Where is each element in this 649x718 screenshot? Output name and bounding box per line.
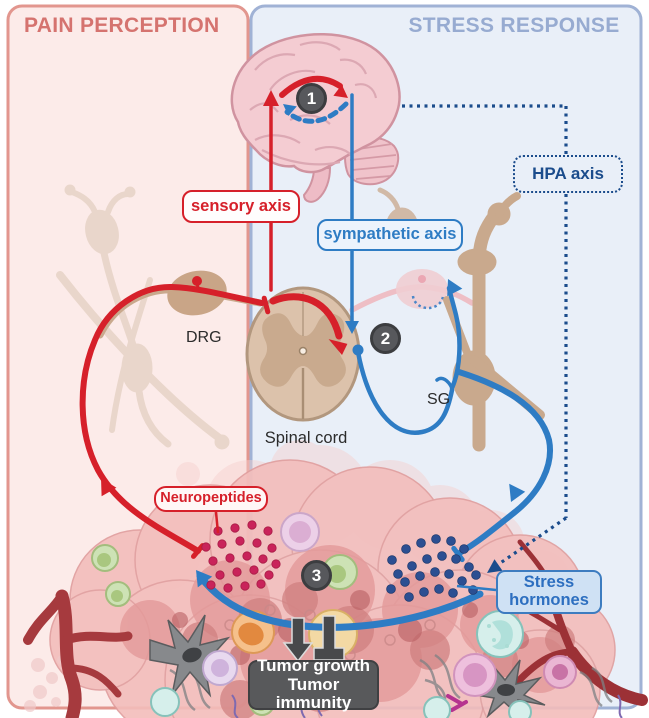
bacteria-rods <box>446 694 468 712</box>
cord-crossing-arrow <box>269 293 343 340</box>
sg-to-tumor-fiber <box>456 369 553 555</box>
sympathetic-sprouting-dashed-arc <box>411 293 445 310</box>
step-badge-3: 3 <box>301 560 332 591</box>
neuropeptides-connector <box>214 511 220 534</box>
dendritic-cell-right <box>469 657 546 718</box>
label-sensory-axis: sensory axis <box>182 190 300 223</box>
stress-hormones-connector <box>456 584 497 592</box>
label-sympathetic-axis: sympathetic axis <box>317 219 463 251</box>
hpa-axis-dotted-arrow <box>487 516 567 573</box>
cord-synapse-dot <box>352 344 364 356</box>
brain-sulci <box>249 41 378 166</box>
hpa-axis-dotted-path <box>372 104 568 518</box>
neuropeptide-dots <box>201 520 281 593</box>
ghost-drg-right <box>349 269 475 313</box>
tumor-growth-up-arrow-icon <box>282 617 314 663</box>
brainstem <box>302 167 332 203</box>
panel-title-pain-perception: PAIN PERCEPTION <box>24 14 220 37</box>
blood-vessel-left <box>23 589 133 718</box>
label-neuropeptides: Neuropeptides <box>154 486 268 512</box>
brain-blue-dashed-arc <box>284 101 349 124</box>
tumor-to-drg-nerve <box>79 283 265 554</box>
cord-to-sg-fiber <box>355 349 455 435</box>
label-spinal-cord: Spinal cord <box>264 429 348 447</box>
panel-title-stress-response: STRESS RESPONSE <box>408 14 620 37</box>
sympathetic-axis-arrowheads <box>196 104 526 588</box>
step-badge-2: 2 <box>370 323 401 354</box>
label-tumor-growth-immunity: Tumor growth Tumor immunity <box>248 657 379 712</box>
label-hpa-axis: HPA axis <box>513 155 623 193</box>
step-badge-1: 1 <box>296 83 327 114</box>
stress-hormone-dots <box>386 534 481 602</box>
label-sg: SG <box>427 391 451 408</box>
sensory-axis-arrow <box>79 75 343 559</box>
brain-red-feedback-arc <box>279 75 343 98</box>
sensory-axis-arrowheads <box>101 84 348 497</box>
label-stress-hormones: Stress hormones <box>496 570 602 614</box>
label-drg: DRG <box>186 329 222 346</box>
